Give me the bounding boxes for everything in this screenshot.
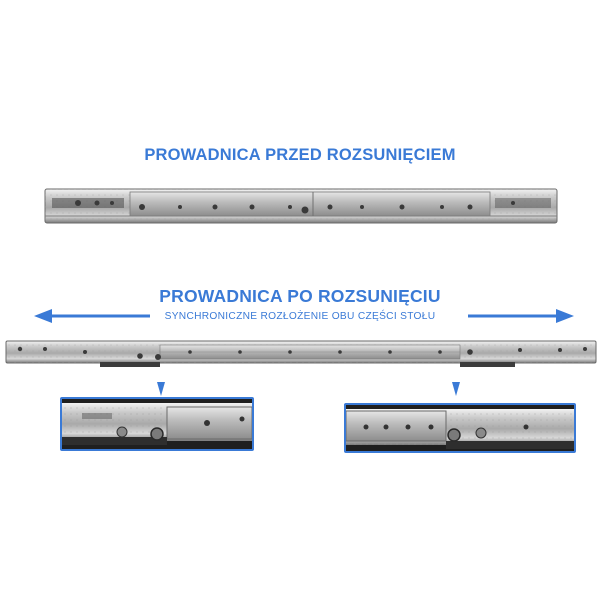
rail-collapsed <box>44 188 558 224</box>
heading-after: PROWADNICA PO ROZSUNIĘCIU <box>159 286 441 306</box>
pointer-triangle-icon <box>157 382 165 396</box>
pointer-triangle-icon <box>452 382 460 396</box>
rail-extended <box>5 340 597 367</box>
heading-before: PROWADNICA PRZED ROZSUNIĘCIEM <box>144 146 456 164</box>
detail-inset-left <box>60 397 254 451</box>
detail-inset-right <box>344 403 576 453</box>
subheading: SYNCHRONICZNE ROZŁOŻENIE OBU CZĘŚCI STOŁ… <box>164 311 436 322</box>
double-arrow-icon <box>34 309 574 323</box>
